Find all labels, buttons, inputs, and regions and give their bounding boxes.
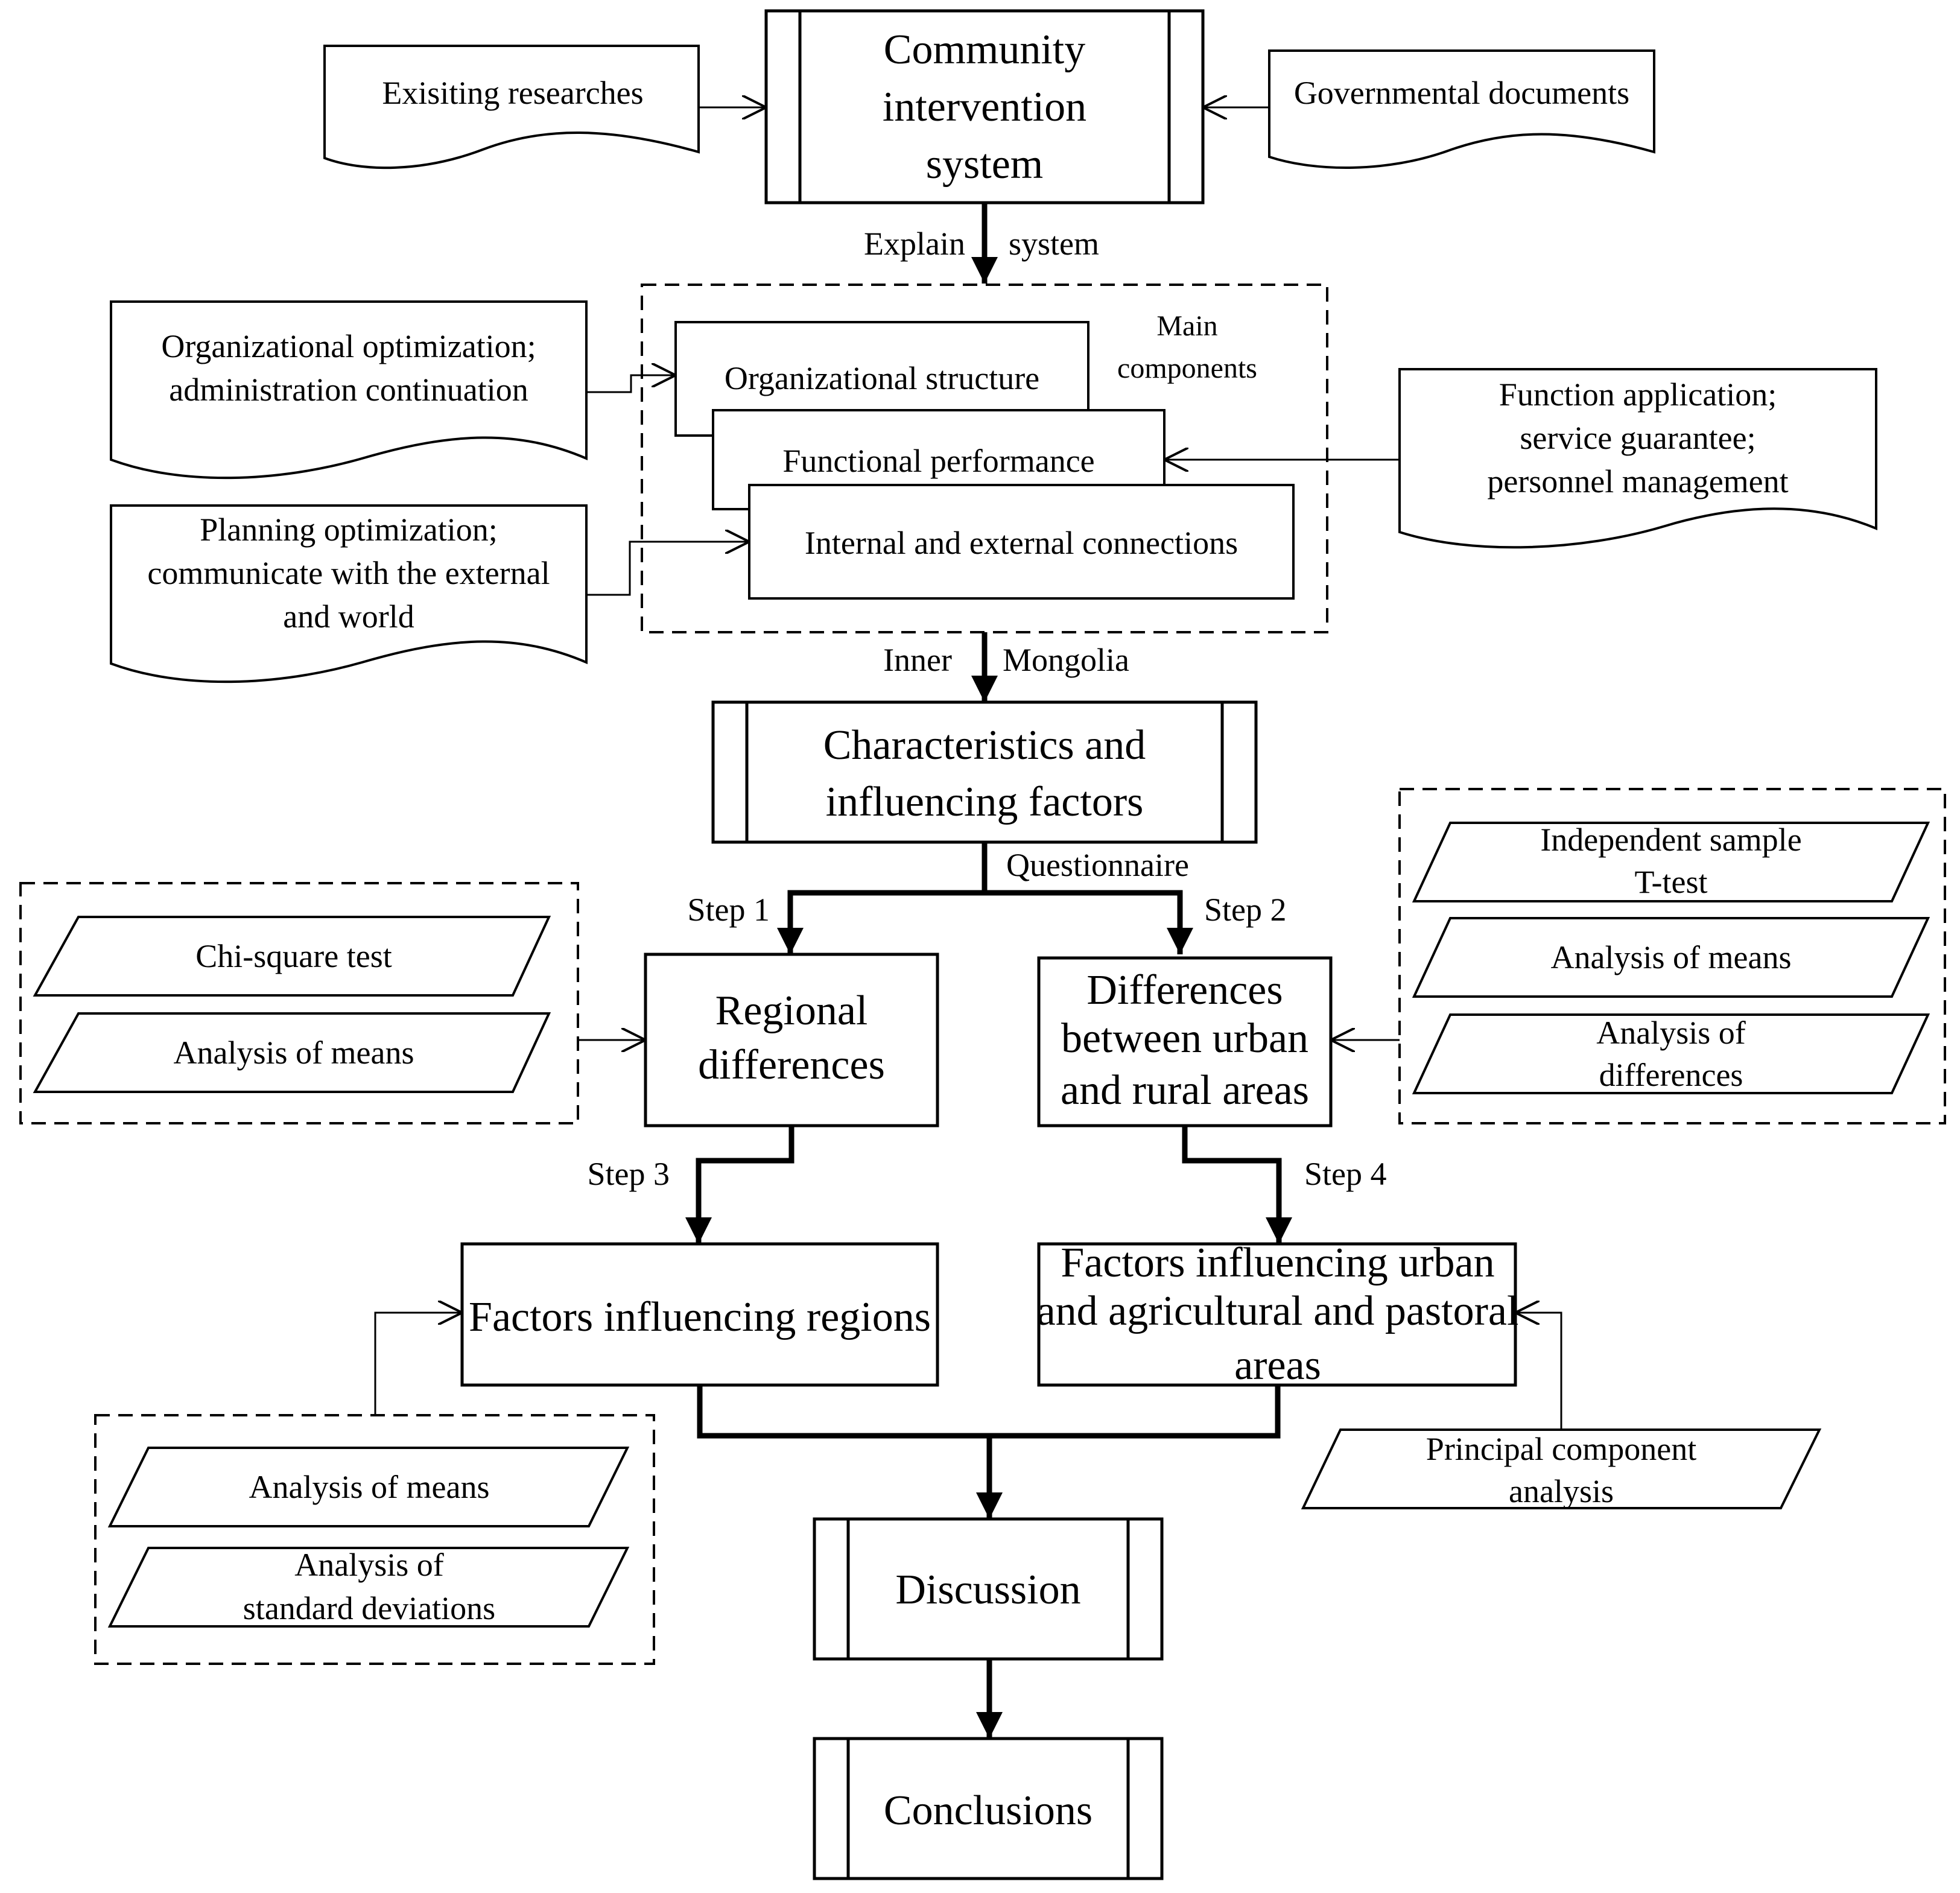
edge-label-questionnaire: Questionnaire — [1006, 847, 1189, 883]
organizational-optimization-doc: Organizational optimization; administrat… — [110, 300, 588, 480]
characteristics-box: Characteristics and influencing factors — [711, 700, 1258, 844]
plan-opt-line-2: communicate with the external — [147, 555, 550, 591]
analysis-of-means-left-box: Analysis of means — [33, 1012, 551, 1093]
edge-label-system: system — [1009, 226, 1099, 262]
regional-methods-group — [19, 882, 579, 1124]
chi-square-label: Chi-square test — [195, 938, 392, 974]
arrow-step4 — [1182, 1126, 1292, 1244]
main-components-line-1: Main — [1156, 310, 1217, 342]
t-test-box: Independent sample T-test — [1412, 822, 1930, 902]
community-line-2: intervention — [883, 84, 1086, 130]
characteristics-line-2: influencing factors — [826, 779, 1144, 825]
governmental-documents-label: Governmental documents — [1294, 75, 1629, 111]
merge-connector — [697, 1385, 1281, 1439]
org-opt-line-1: Organizational optimization; — [161, 328, 536, 364]
analysis-of-means-bottom-box: Analysis of means — [107, 1447, 630, 1527]
urban-rural-line-1: Differences — [1086, 967, 1283, 1013]
edge-label-step1: Step 1 — [687, 892, 770, 928]
arrow-step2 — [985, 890, 1193, 954]
pca-line-1: Principal component — [1426, 1431, 1696, 1467]
arrow-regions-methods — [374, 1313, 462, 1415]
organizational-structure-label: Organizational structure — [725, 360, 1039, 396]
plan-opt-line-3: and world — [283, 598, 414, 635]
main-components-line-2: components — [1117, 352, 1257, 384]
means-bottom-label: Analysis of means — [249, 1469, 490, 1505]
means-right-label: Analysis of means — [1551, 939, 1792, 975]
analysis-of-means-right-box: Analysis of means — [1412, 917, 1930, 998]
regional-line-2: differences — [698, 1042, 885, 1088]
t-test-line-2: T-test — [1635, 864, 1708, 900]
factors-urban-line-2: and agricultural and pastoral — [1037, 1288, 1519, 1334]
conclusions-box: Conclusions — [813, 1737, 1164, 1880]
connections-label: Internal and external connections — [805, 525, 1238, 561]
community-intervention-system-box: Community intervention system — [764, 9, 1205, 205]
characteristics-line-1: Characteristics and — [823, 722, 1146, 769]
pca-box: Principal component analysis — [1301, 1428, 1822, 1509]
means-left-label: Analysis of means — [174, 1035, 414, 1071]
std-dev-line-2: standard deviations — [243, 1590, 495, 1626]
discussion-box: Discussion — [813, 1517, 1164, 1661]
edge-label-explain: Explain — [864, 226, 965, 262]
existing-researches-doc: Exisiting researches — [323, 45, 700, 170]
chi-square-test-box: Chi-square test — [33, 916, 551, 997]
std-dev-line-1: Analysis of — [294, 1547, 444, 1583]
internal-external-connections-box: Internal and external connections — [748, 484, 1295, 600]
urban-rural-line-2: between urban — [1061, 1015, 1308, 1062]
discussion-label: Discussion — [895, 1567, 1080, 1613]
arrow-step3 — [685, 1126, 794, 1244]
edge-label-step4: Step 4 — [1304, 1156, 1387, 1192]
edge-label-step3: Step 3 — [587, 1156, 670, 1192]
factors-urban-line-1: Factors influencing urban — [1061, 1240, 1494, 1286]
arrow-pca — [1515, 1313, 1562, 1430]
governmental-documents-doc: Governmental documents — [1268, 49, 1655, 169]
urban-rural-differences-box: Differences between urban and rural area… — [1037, 956, 1333, 1127]
arrow-plan-opt-to-connections — [586, 542, 749, 596]
analysis-of-differences-box: Analysis of differences — [1412, 1013, 1930, 1094]
diff-analysis-line-1: Analysis of — [1596, 1015, 1746, 1051]
planning-optimization-doc: Planning optimization; communicate with … — [110, 504, 588, 683]
function-application-doc: Function application; service guarantee;… — [1398, 368, 1877, 549]
factors-urban-box: Factors influencing urban and agricultur… — [1037, 1240, 1519, 1389]
func-app-line-1: Function application; — [1499, 376, 1777, 413]
diff-analysis-line-2: differences — [1599, 1057, 1743, 1093]
func-app-line-2: service guarantee; — [1520, 420, 1755, 456]
conclusions-label: Conclusions — [884, 1787, 1093, 1834]
func-app-line-3: personnel management — [1487, 463, 1788, 499]
existing-researches-label: Exisiting researches — [382, 75, 643, 111]
urban-rural-methods-group — [1398, 788, 1946, 1124]
community-line-3: system — [926, 141, 1043, 188]
urban-rural-line-3: and rural areas — [1061, 1067, 1309, 1114]
pca-line-2: analysis — [1509, 1473, 1614, 1509]
factors-regions-label: Factors influencing regions — [469, 1294, 931, 1340]
regional-line-1: Regional — [715, 988, 868, 1034]
factors-urban-line-3: areas — [1234, 1342, 1321, 1389]
edge-label-step2: Step 2 — [1204, 892, 1287, 928]
arrow-org-opt-to-structure — [586, 375, 676, 393]
community-line-1: Community — [884, 27, 1085, 73]
edge-label-mongolia: Mongolia — [1003, 642, 1129, 678]
edge-label-inner: Inner — [883, 642, 952, 678]
plan-opt-line-1: Planning optimization; — [200, 512, 497, 548]
functional-performance-label: Functional performance — [782, 443, 1094, 479]
regional-differences-box: Regional differences — [644, 953, 939, 1127]
t-test-line-1: Independent sample — [1540, 822, 1801, 858]
analysis-of-std-dev-box: Analysis of standard deviations — [107, 1547, 630, 1628]
arrow-step1 — [777, 842, 988, 954]
factors-regions-box: Factors influencing regions — [460, 1242, 939, 1387]
org-opt-line-2: administration continuation — [169, 372, 528, 408]
